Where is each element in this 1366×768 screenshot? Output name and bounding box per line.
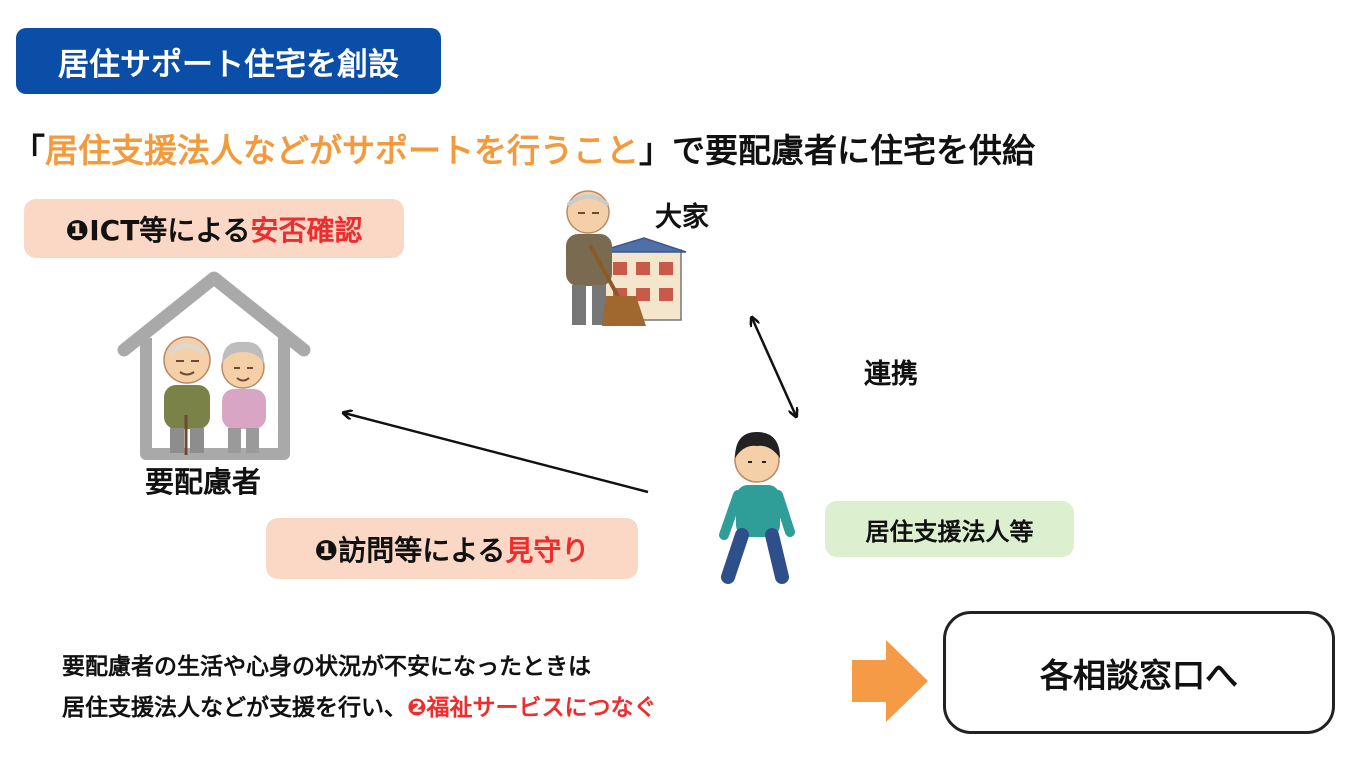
ict-pill-prefix: ❶ICT等による [65, 213, 251, 247]
cooperation-arrow [752, 318, 796, 416]
bottom-line-2-highlight: ❷福祉サービスにつなぐ [407, 695, 657, 721]
visit-monitoring-pill: ❶訪問等による見守り [266, 518, 638, 579]
elderly-couple-icon [163, 336, 266, 455]
block-arrow-icon [852, 640, 928, 722]
bottom-line-2: 居住支援法人などが支援を行い、❷福祉サービスにつなぐ [62, 688, 656, 729]
cooperation-label: 連携 [864, 359, 918, 390]
page-title: 居住サポート住宅を創設 [16, 28, 441, 94]
ict-pill-highlight: 安否確認 [250, 213, 363, 247]
house-icon [117, 271, 311, 460]
bottom-line-1: 要配慮者の生活や心身の状況が不安になったときは [62, 654, 591, 680]
headline: 「居住支援法人などがサポートを行うこと」で要配慮者に住宅を供給 [12, 120, 1035, 176]
headline-rest: 」で要配慮者に住宅を供給 [639, 131, 1035, 170]
bottom-line-2-prefix: 居住支援法人などが支援を行い、 [62, 695, 407, 721]
support-worker-icon [719, 432, 795, 584]
visit-pill-prefix: ❶訪問等による [314, 533, 506, 567]
bottom-description: 要配慮者の生活や心身の状況が不安になったときは 居住支援法人などが支援を行い、❷… [62, 647, 656, 729]
care-recipient-label: 要配慮者 [145, 465, 262, 499]
consultation-box: 各相談窓口へ [943, 611, 1335, 734]
headline-open-bracket: 「 [12, 131, 45, 170]
monitoring-arrow [344, 413, 649, 494]
headline-highlight: 居住支援法人などがサポートを行うこと [45, 131, 639, 170]
landlord-icon [566, 190, 687, 326]
visit-pill-highlight: 見守り [505, 533, 590, 567]
ict-safety-check-pill: ❶ICT等による安否確認 [24, 199, 404, 258]
landlord-label: 大家 [655, 202, 709, 233]
support-org-pill: 居住支援法人等 [825, 501, 1074, 557]
